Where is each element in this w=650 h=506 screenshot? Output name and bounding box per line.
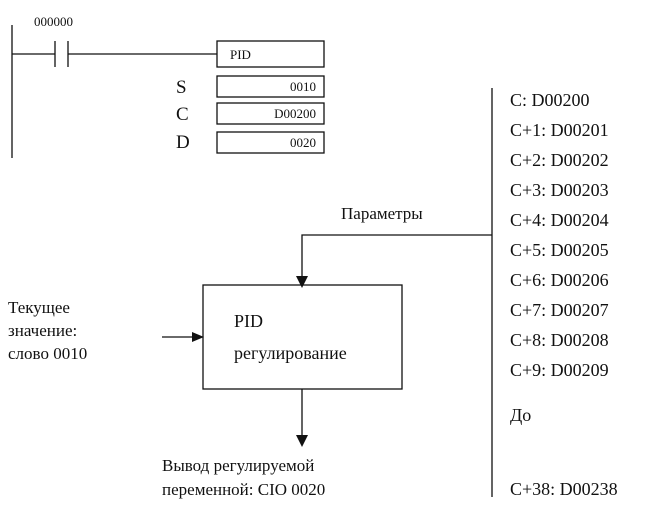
register-item: C+5: D00205 <box>510 240 609 260</box>
instruction-name: PID <box>230 47 251 62</box>
operand-label-s: S <box>176 77 187 98</box>
register-item: C: D00200 <box>510 90 590 110</box>
operand-label-d: D <box>176 132 190 153</box>
operand-box-s <box>216 75 325 98</box>
contact-address: 000000 <box>34 14 73 29</box>
input-label-line2: значение: <box>8 321 78 340</box>
register-item-last: C+38: D00238 <box>510 479 618 499</box>
process-box-line1: PID <box>234 311 264 331</box>
operand-value-s: 0010 <box>290 79 316 94</box>
operand-value-d: 0020 <box>290 135 316 150</box>
input-label-line1: Текущее <box>8 298 70 317</box>
register-item: C+2: D00202 <box>510 150 609 170</box>
register-item: C+4: D00204 <box>510 210 609 230</box>
output-label-line2: переменной: CIO 0020 <box>162 480 326 499</box>
output-arrowhead <box>296 435 308 447</box>
process-box-line2: регулирование <box>234 343 347 363</box>
operand-value-c: D00200 <box>274 106 316 121</box>
pid-process-box <box>202 284 403 390</box>
operand-box-d <box>216 131 325 154</box>
register-item: C+8: D00208 <box>510 330 609 350</box>
parameters-label: Параметры <box>341 204 423 223</box>
input-arrowhead <box>192 332 204 342</box>
parameters-connector <box>301 234 492 278</box>
operand-box-c <box>216 102 325 125</box>
register-item: C+6: D00206 <box>510 270 609 290</box>
operand-label-c: C <box>176 104 189 125</box>
input-label-line3: слово 0010 <box>8 344 88 363</box>
registers-ellipsis: До <box>510 405 532 425</box>
register-item: C+7: D00207 <box>510 300 609 320</box>
register-item: C+3: D00203 <box>510 180 609 200</box>
pid-instruction-header <box>216 40 325 68</box>
output-label-line1: Вывод регулируемой <box>162 456 315 475</box>
parameters-arrowhead <box>296 276 308 288</box>
register-item: C+1: D00201 <box>510 120 609 140</box>
register-item: C+9: D00209 <box>510 360 609 380</box>
